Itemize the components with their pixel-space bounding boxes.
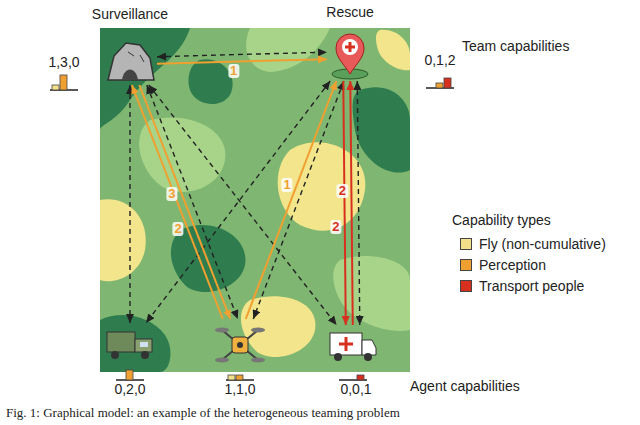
location-node: 1,1,0 [215,322,265,366]
terrain-map-part [188,59,232,104]
dashed-route [146,81,330,323]
location-name: Rescue [326,4,373,20]
truck-icon-part [111,351,119,359]
drone-icon [215,328,265,363]
legend-swatch [460,238,472,250]
truck-icon-part [135,339,152,352]
truck-icon-part [107,332,135,352]
agent-count: 2 [330,220,341,234]
ambulance-icon-part [362,340,376,355]
dashed-route [253,81,344,319]
legend-text: Transport people [479,278,584,294]
drone-icon-part [222,330,258,360]
annotation-label: Agent capabilities [410,378,520,394]
figure-caption: Fig. 1: Graphical model: an example of t… [6,405,400,421]
assigned-route [246,81,337,319]
capability-bars-part [236,375,243,380]
ambulance-icon [330,333,376,361]
assigned-route [350,81,353,325]
legend-swatch [460,280,472,292]
location-node: 0,0,1 [328,328,378,364]
dashed-route [357,81,360,325]
drone-icon-part [237,342,243,348]
drone-icon-part [232,337,248,353]
rescue-pin-icon-part [342,39,358,55]
legend-text: Perception [479,257,546,273]
capability-vector: 0,0,1 [340,381,371,397]
location-name: Surveillance [92,6,168,22]
capability-vector: 1,1,0 [224,381,255,397]
assigned-route [343,81,346,325]
ambulance-icon-part [339,337,353,351]
truck-icon-part [141,351,149,359]
location-node: Surveillance1,3,0 [106,40,154,82]
rescue-pin-icon [332,34,368,79]
assigned-route [139,85,230,319]
cave-icon-part [128,52,144,62]
agent-count: 2 [337,184,348,198]
dashed-route [149,85,337,325]
agent-count: 2 [172,222,183,236]
annotation-label: Team capabilities [462,38,569,54]
dashed-route [157,52,327,57]
truck-icon-part [140,342,148,347]
drone-icon-part [215,328,229,333]
capability-bars-part [228,375,235,380]
terrain-map-part [100,28,410,372]
agent-count: 1 [282,178,293,192]
cave-icon-part [122,70,138,81]
terrain-map-part [241,296,315,357]
capability-vector: 1,3,0 [48,54,79,70]
assigned-route [157,59,327,64]
terrain-map-part [246,28,330,72]
capability-vector: 0,2,0 [114,381,145,397]
ambulance-icon-part [364,353,372,361]
capability-bars-part [436,83,443,88]
dashed-route [147,85,238,319]
terrain-map-part [100,199,146,281]
rescue-pin-icon-part [336,34,364,74]
capability-bars-part [60,75,67,90]
location-node: 0,2,0 [105,326,155,362]
drone-icon-part [251,328,265,333]
legend-swatch [460,259,472,271]
terrain-map-part [100,315,170,372]
terrain-map-part [376,30,410,70]
legend-row: Fly (non-cumulative) [460,236,606,252]
annotation-label: Capability types [452,212,551,228]
drone-icon-part [215,358,229,363]
legend-row: Perception [460,257,546,273]
legend-row: Transport people [460,278,584,294]
terrain-map-part [100,28,190,130]
location-node: Rescue0,1,2 [330,32,370,78]
capability-bars-part [357,375,364,380]
agent-count: 3 [166,187,177,201]
capability-bars [50,75,454,380]
truck-icon [107,332,152,359]
assigned-route [132,85,223,319]
agent-count: 1 [228,64,239,78]
rescue-pin-icon-part [345,42,355,52]
cave-icon-part [108,43,154,80]
ambulance-icon-part [334,353,342,361]
terrain-map [100,28,410,372]
capability-bars-part [52,85,59,90]
dashed-route [129,85,130,323]
capability-bars-part [126,370,133,380]
legend-text: Fly (non-cumulative) [479,236,606,252]
terrain-map-part [353,87,410,172]
cave-icon [108,43,154,80]
capability-bars-part [444,78,451,88]
ambulance-icon-part [330,333,362,355]
capability-vector: 0,1,2 [424,52,455,68]
drone-icon-part [251,358,265,363]
